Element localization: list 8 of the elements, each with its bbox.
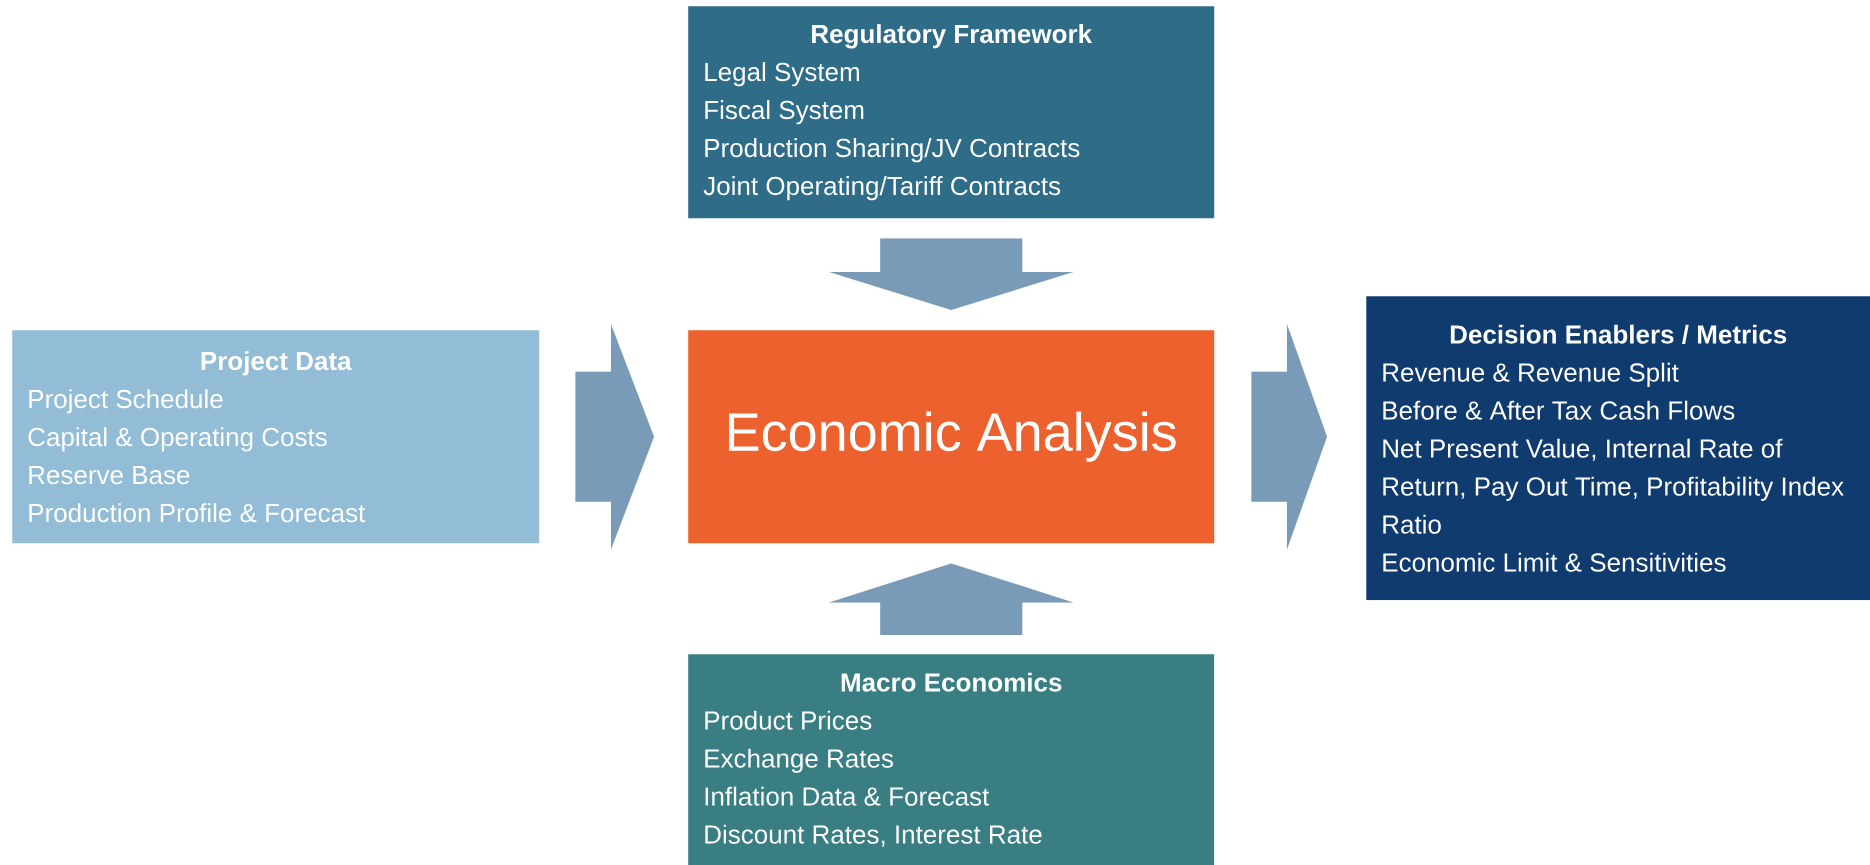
block-arrow — [829, 563, 1074, 636]
text-box: Regulatory Framework Legal System Fiscal System Production Sharing/JV Contracts Joint Operating/Tariff Contracts — [688, 6, 1215, 219]
block-arrow — [575, 324, 655, 550]
block-arrow — [1251, 324, 1328, 550]
text-box: Project Data Project Schedule Capital & Operating Costs Reserve Base Production Profile & Forecast — [12, 330, 540, 544]
text-box: Macro Economics Product Prices Exchange Rates Inflation Data & Forecast Discount Rates, Interest Rate — [688, 654, 1215, 865]
text-box: Decision Enablers / Metrics Revenue & Revenue Split Before & After Tax Cash Flows Net Present Value, Internal Rate of Return, Pay Out Time, Profitability Index Ratio Economic Limit & Sensitivities — [1366, 296, 1870, 601]
center-box: Economic Analysis — [688, 330, 1215, 544]
